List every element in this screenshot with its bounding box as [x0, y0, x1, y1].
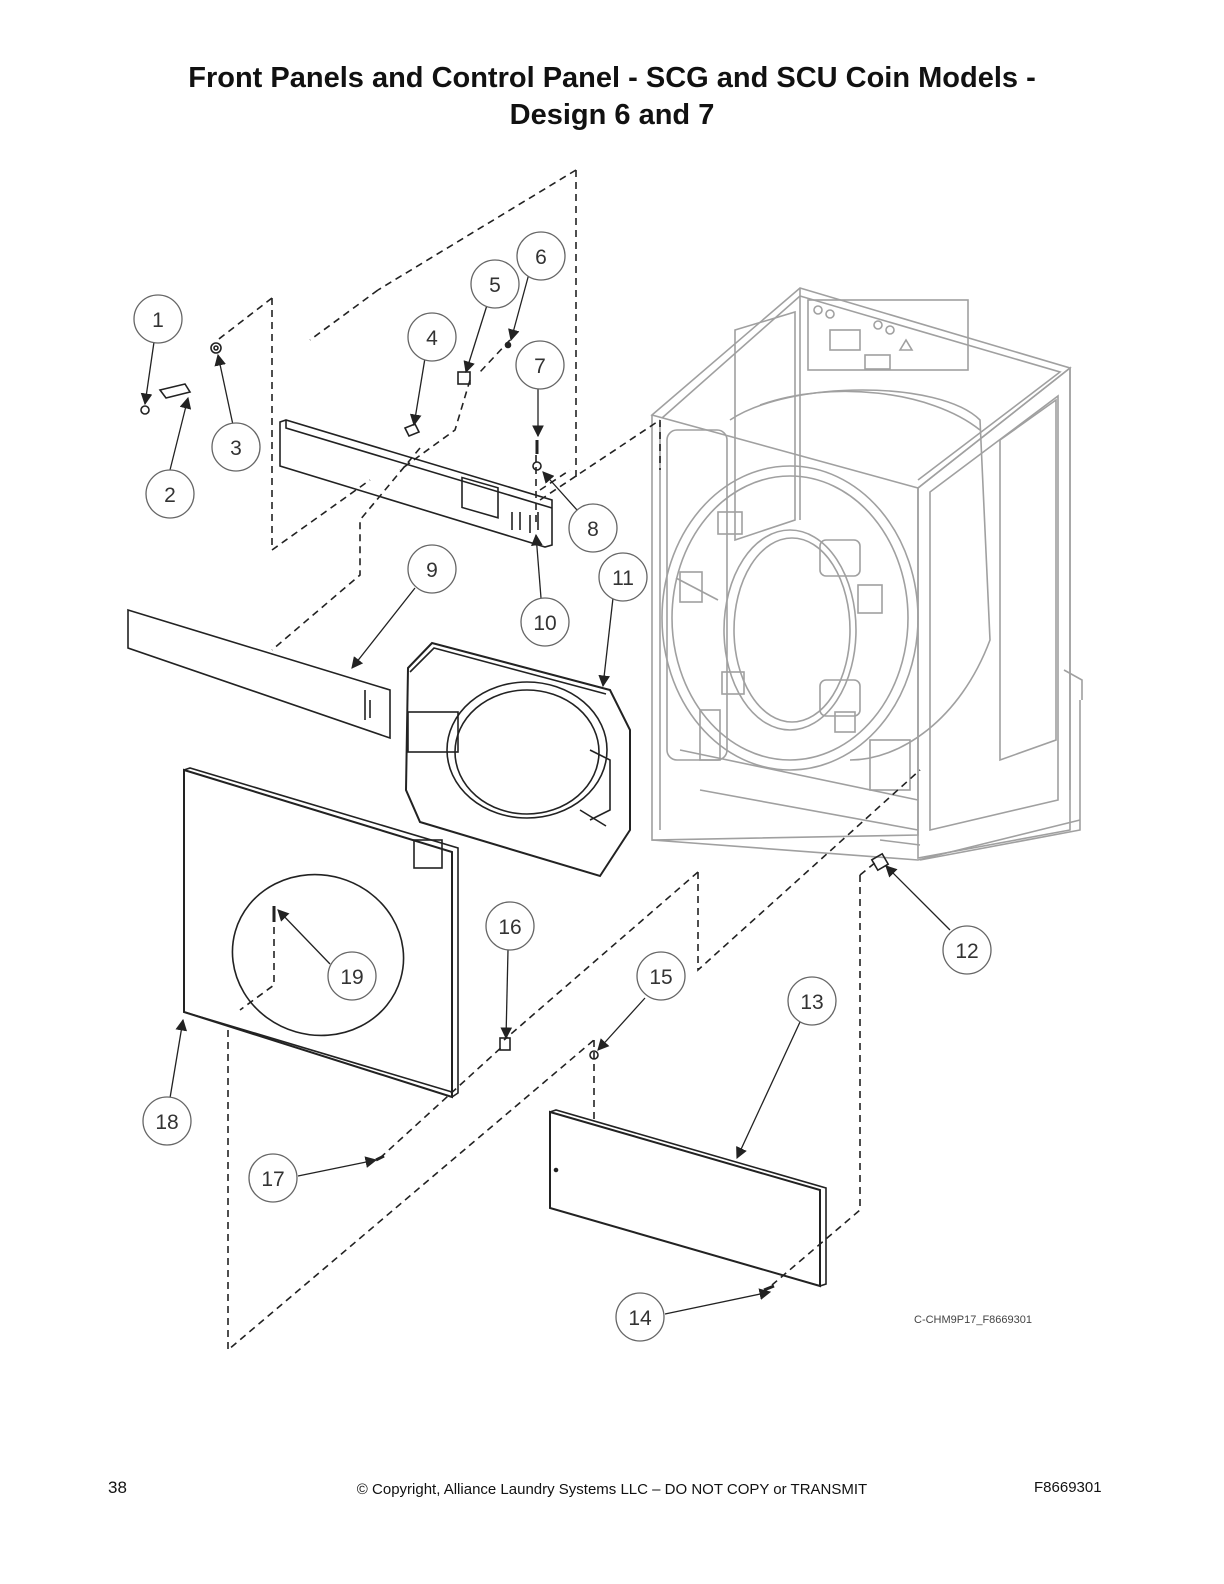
svg-text:8: 8	[587, 518, 599, 541]
callout-6: 6	[516, 231, 566, 281]
svg-text:7: 7	[534, 355, 546, 378]
svg-text:9: 9	[426, 559, 438, 582]
svg-text:15: 15	[649, 966, 672, 989]
callout-1: 1	[133, 294, 183, 344]
screw-part-6	[504, 341, 512, 349]
callout-12: 12	[942, 925, 992, 975]
screw-part-1	[140, 405, 150, 415]
front-panel	[183, 767, 459, 1099]
svg-text:19: 19	[340, 966, 363, 989]
kick-panel	[549, 1109, 827, 1288]
callouts: 1 2 3 4 5 6 7 8 9 10 11 12 13 14 15 16 1…	[133, 231, 992, 1342]
svg-text:1: 1	[152, 309, 164, 332]
callout-18: 18	[142, 1096, 192, 1146]
callout-5: 5	[470, 259, 520, 309]
callout-7: 7	[515, 340, 565, 390]
title-line-1: Front Panels and Control Panel - SCG and…	[188, 62, 1036, 94]
callout-3: 3	[211, 422, 261, 472]
bracket-part-2	[158, 383, 192, 399]
latch-part-5	[457, 371, 471, 385]
svg-text:4: 4	[426, 327, 438, 350]
drawing-id: C-CHM9P17_F8669301	[914, 1314, 1032, 1326]
svg-text:5: 5	[489, 274, 501, 297]
clip-part-4	[403, 422, 421, 438]
callout-8: 8	[568, 503, 618, 553]
control-panel-overlay	[127, 608, 391, 740]
svg-text:18: 18	[155, 1111, 178, 1134]
nut-part-8	[532, 461, 542, 471]
screw-part-14	[763, 1284, 775, 1292]
title-line-2: Design 6 and 7	[509, 99, 715, 131]
callout-14: 14	[615, 1292, 665, 1342]
svg-text:16: 16	[498, 916, 521, 939]
nut-part-15	[589, 1050, 599, 1060]
machine-cabinet	[650, 287, 1083, 861]
svg-text:11: 11	[612, 567, 634, 590]
svg-text:10: 10	[533, 612, 556, 635]
callout-16: 16	[485, 901, 535, 951]
callout-4: 4	[407, 312, 457, 362]
parts	[127, 341, 890, 1292]
page-number: 38	[108, 1478, 127, 1497]
svg-text:6: 6	[535, 246, 547, 269]
svg-text:2: 2	[164, 484, 176, 507]
svg-text:17: 17	[261, 1168, 284, 1191]
page-title: Front Panels and Control Panel - SCG and…	[0, 60, 1224, 134]
copyright-notice: © Copyright, Alliance Laundry Systems LL…	[356, 1481, 868, 1498]
clip-part-12	[870, 852, 890, 872]
nut-part-3	[210, 342, 222, 354]
callout-15: 15	[636, 951, 686, 1001]
document-number: F8669301	[1034, 1479, 1102, 1496]
callout-19: 19	[327, 951, 377, 1001]
callout-9: 9	[407, 544, 457, 594]
callout-17: 17	[248, 1153, 298, 1203]
callout-2: 2	[145, 469, 195, 519]
callout-leaders	[140, 269, 951, 1315]
svg-text:13: 13	[800, 991, 823, 1014]
svg-text:14: 14	[628, 1307, 652, 1330]
callout-13: 13	[787, 976, 837, 1026]
screw-part-17	[375, 1154, 385, 1162]
loading-door-panel	[404, 641, 631, 878]
assembly-guide-lines	[214, 169, 921, 1352]
callout-11: 11	[598, 552, 648, 602]
callout-10: 10	[520, 597, 570, 647]
svg-text:12: 12	[955, 940, 978, 963]
control-console-bracket	[279, 419, 553, 548]
svg-text:3: 3	[230, 437, 242, 460]
